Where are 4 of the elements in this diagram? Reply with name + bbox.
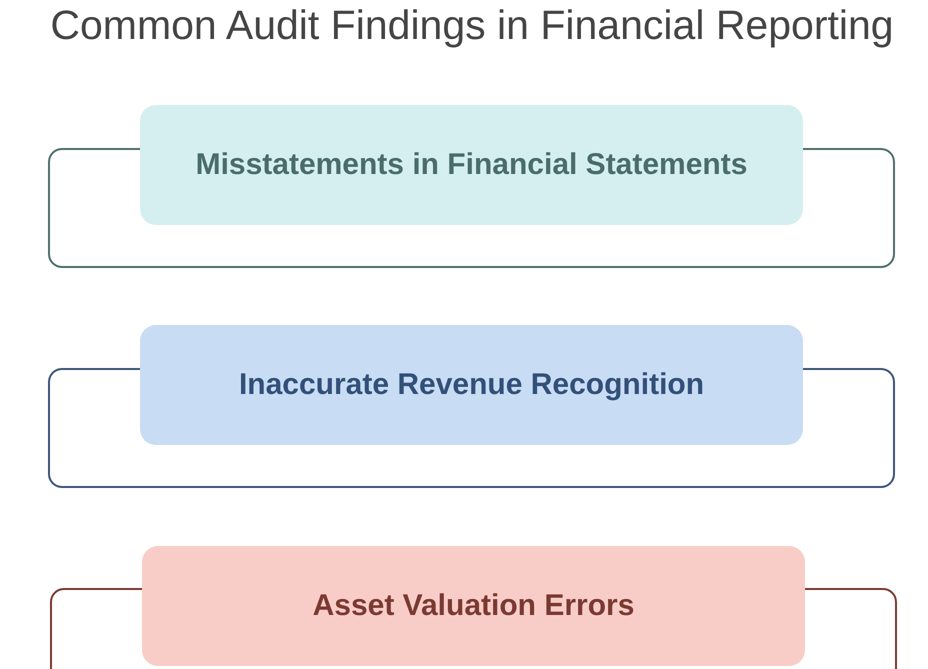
finding-box: Misstatements in Financial Statements: [140, 105, 803, 225]
finding-box: Asset Valuation Errors: [142, 546, 805, 666]
diagram-title: Common Audit Findings in Financial Reporting: [49, 2, 895, 49]
finding-box: Inaccurate Revenue Recognition: [140, 325, 803, 445]
